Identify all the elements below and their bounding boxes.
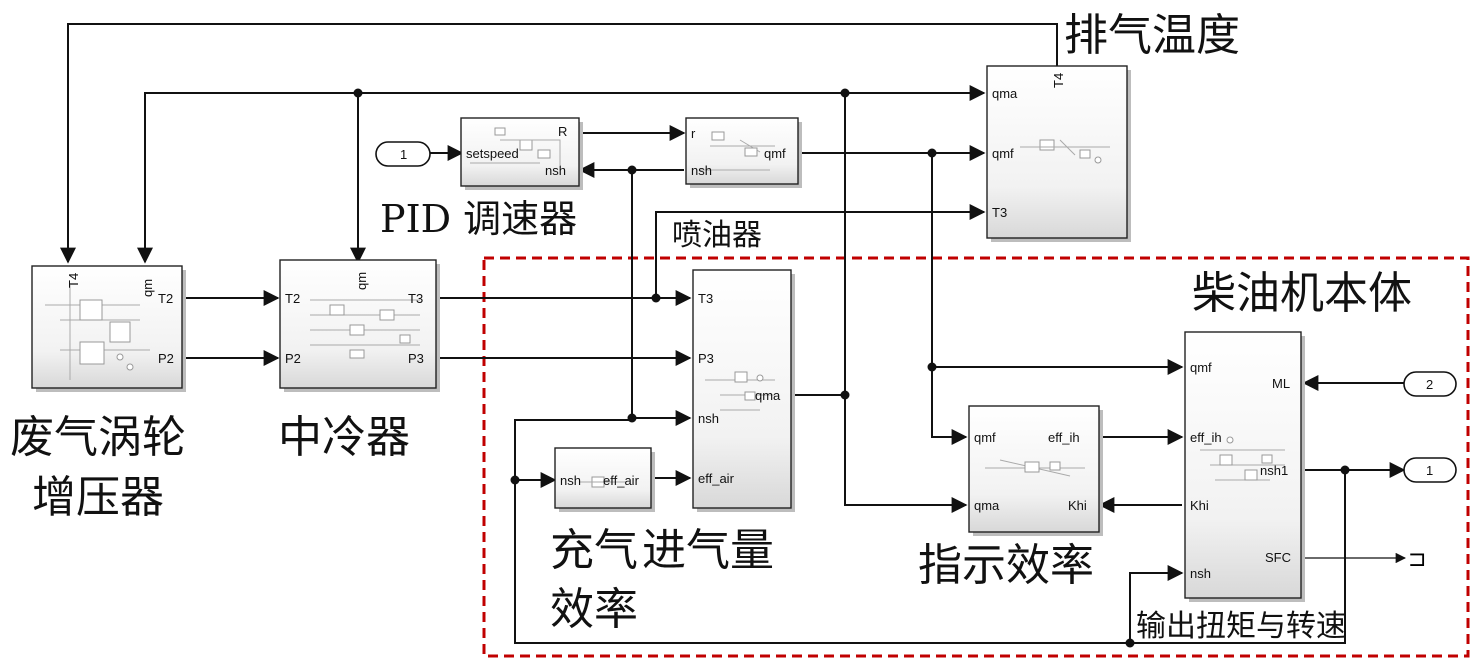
- port-qma: qma: [755, 388, 781, 403]
- exhaust-temp-block[interactable]: qma qmf T3 T4: [986, 65, 1131, 242]
- port-P2: P2: [158, 351, 174, 366]
- junction-dots: [353, 88, 1350, 648]
- port-r: r: [691, 126, 696, 141]
- svg-text:1: 1: [1426, 463, 1433, 478]
- port-qm: qm: [140, 279, 155, 297]
- port-eff-ih: eff_ih: [1190, 430, 1222, 445]
- port-qma: qma: [992, 86, 1018, 101]
- label-pid-governor: PID 调速器: [380, 197, 577, 241]
- port-T3: T3: [992, 205, 1007, 220]
- label-turbo-line2: 增压器: [32, 472, 164, 523]
- port-eff-air: eff_air: [603, 473, 640, 488]
- port-nsh: nsh: [1190, 566, 1211, 581]
- port-qmf: qmf: [1190, 360, 1212, 375]
- port-T2: T2: [285, 291, 300, 306]
- outport-1[interactable]: 1: [1403, 457, 1457, 483]
- label-intake-qty: 进气量: [642, 525, 774, 576]
- port-Khi: Khi: [1190, 498, 1209, 513]
- port-setspeed: setspeed: [466, 146, 519, 161]
- indicated-efficiency-block[interactable]: qmf qma eff_ih Khi: [968, 405, 1103, 536]
- label-charge-eff-line1: 充气: [550, 525, 638, 576]
- label-indicated-eff: 指示效率: [918, 540, 1094, 591]
- port-P2: P2: [285, 351, 301, 366]
- injector-block[interactable]: r nsh qmf: [685, 117, 802, 188]
- port-nsh: nsh: [545, 163, 566, 178]
- pid-governor-block[interactable]: setspeed R nsh: [460, 117, 583, 190]
- label-exhaust-temp: 排气温度: [1064, 10, 1240, 61]
- label-injector: 喷油器: [672, 218, 762, 253]
- port-qmf: qmf: [974, 430, 996, 445]
- port-T4: T4: [1051, 73, 1066, 88]
- port-nsh1: nsh1: [1260, 463, 1288, 478]
- terminator-icon: ⊐: [1408, 547, 1426, 572]
- intercooler-block[interactable]: qm T2 P2 T3 P3: [279, 259, 440, 392]
- intake-quantity-block[interactable]: T3 P3 nsh eff_air qma: [692, 269, 795, 512]
- port-eff-ih: eff_ih: [1048, 430, 1080, 445]
- port-R: R: [558, 124, 567, 139]
- port-qmf: qmf: [764, 146, 786, 161]
- port-P3: P3: [408, 351, 424, 366]
- label-charge-eff-line2: 效率: [550, 584, 638, 635]
- port-qma: qma: [974, 498, 1000, 513]
- port-T2: T2: [158, 291, 173, 306]
- port-nsh: nsh: [698, 411, 719, 426]
- diesel-body-region: [482, 256, 1470, 658]
- port-eff-air: eff_air: [698, 471, 735, 486]
- label-turbo-line1: 废气涡轮: [10, 412, 186, 463]
- svg-text:1: 1: [400, 147, 407, 162]
- label-intercooler: 中冷器: [278, 412, 410, 463]
- port-nsh: nsh: [691, 163, 712, 178]
- turbocharger-block[interactable]: T4 qm T2 P2: [31, 265, 186, 392]
- port-P3: P3: [698, 351, 714, 366]
- port-T4: T4: [66, 273, 81, 288]
- port-nsh: nsh: [560, 473, 581, 488]
- port-qm: qm: [354, 272, 369, 290]
- inport-2[interactable]: 2: [1403, 371, 1457, 397]
- label-output-torque: 输出扭矩与转速: [1136, 609, 1346, 644]
- output-torque-block[interactable]: qmf eff_ih Khi nsh ML nsh1 SFC: [1184, 331, 1305, 602]
- signal-wires: [60, 23, 1407, 644]
- svg-text:2: 2: [1426, 377, 1433, 392]
- charge-efficiency-block[interactable]: nsh eff_air: [554, 447, 655, 512]
- port-qmf: qmf: [992, 146, 1014, 161]
- label-diesel-body: 柴油机本体: [1192, 268, 1412, 319]
- port-T3: T3: [408, 291, 423, 306]
- port-T3: T3: [698, 291, 713, 306]
- port-SFC: SFC: [1265, 550, 1291, 565]
- port-Khi: Khi: [1068, 498, 1087, 513]
- port-ML: ML: [1272, 376, 1290, 391]
- inport-1[interactable]: 1: [375, 141, 431, 167]
